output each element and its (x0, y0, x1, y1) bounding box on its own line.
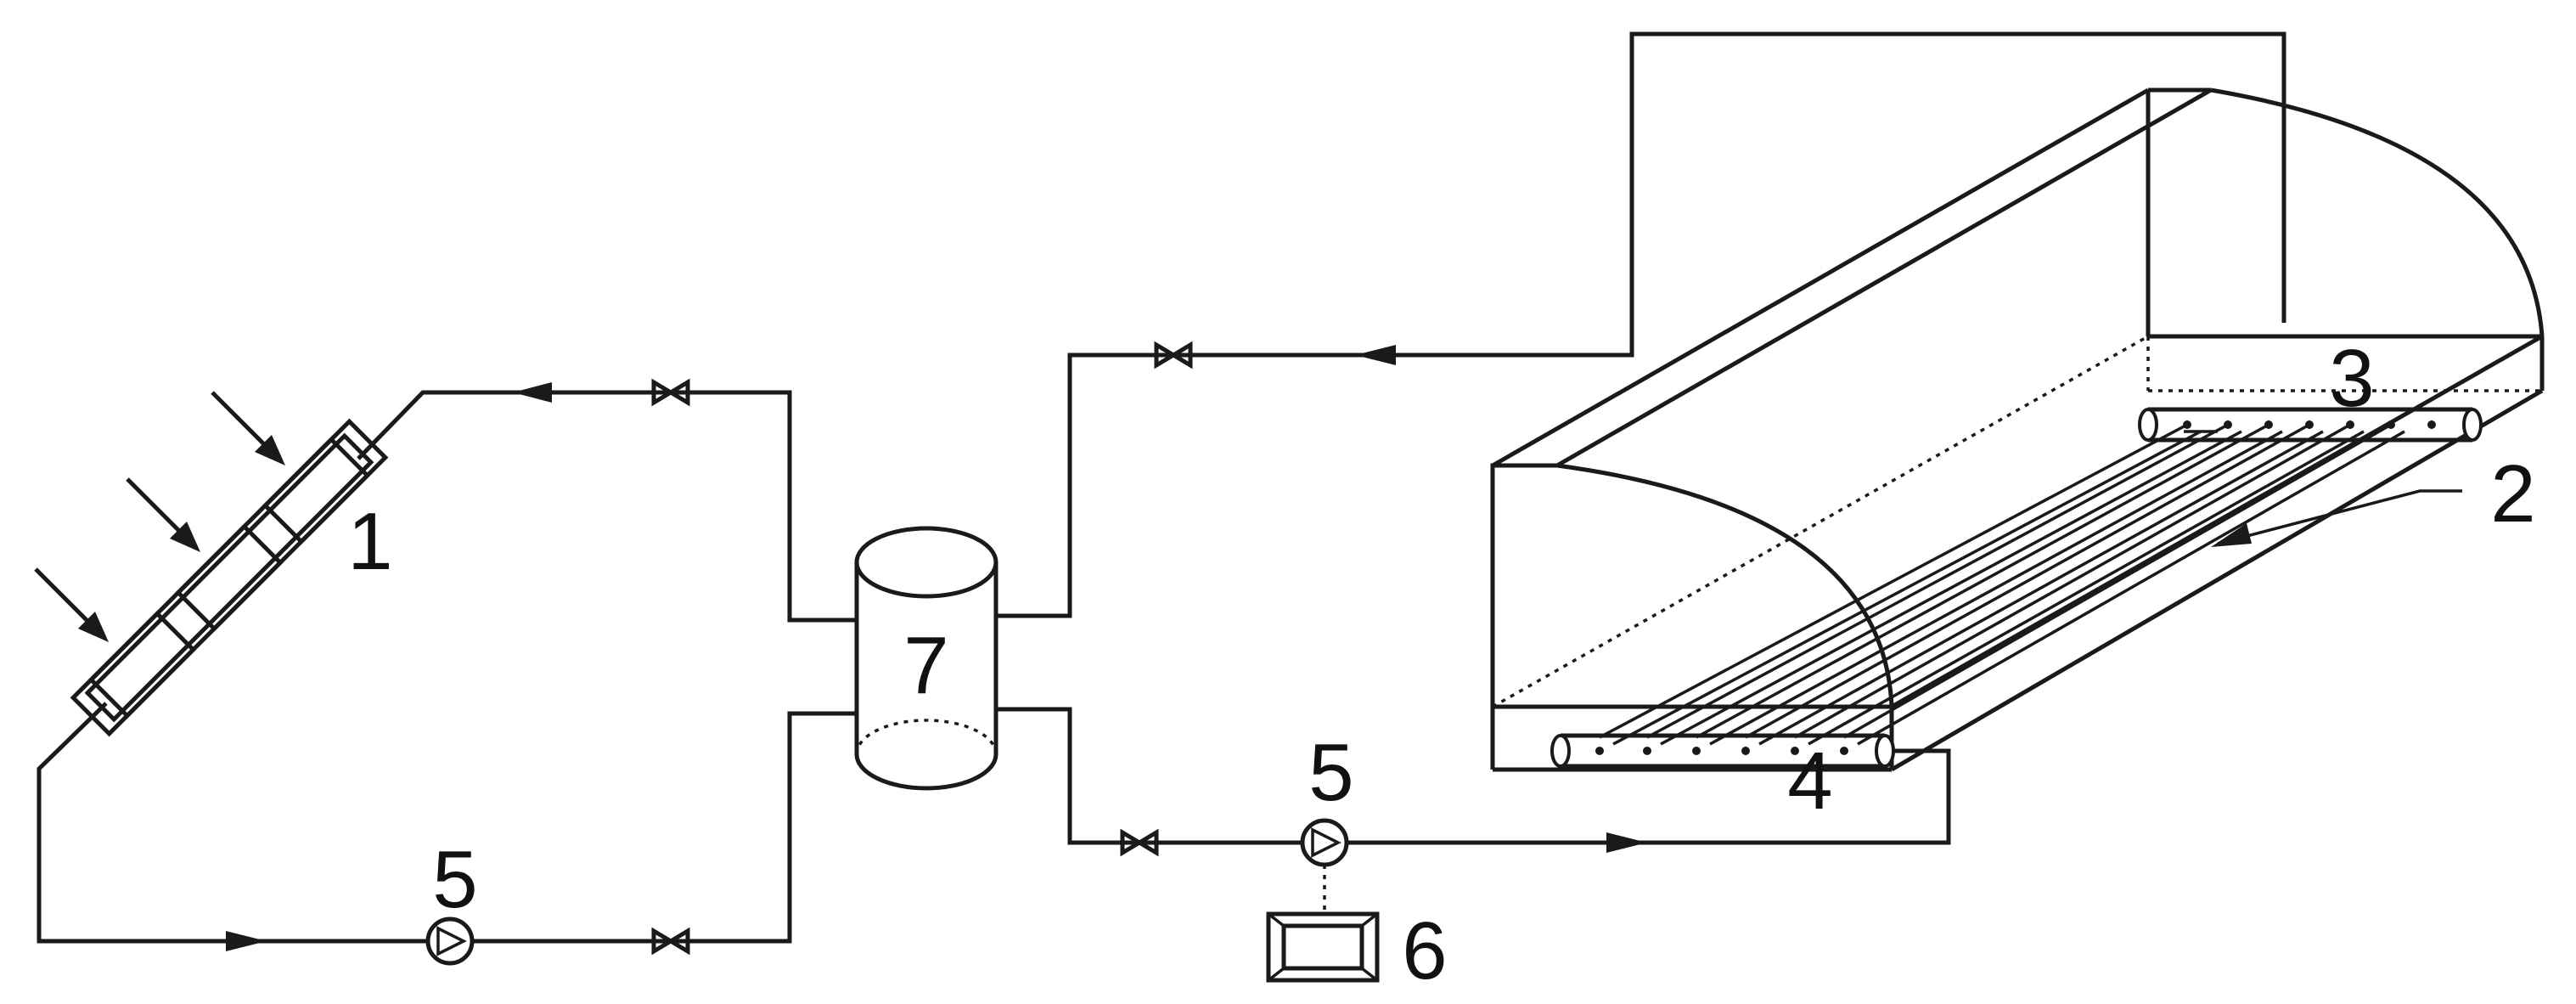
hood-loop-piping (996, 31, 2286, 845)
flow-arrow-icon (226, 931, 267, 951)
flow-arrow-icon (1606, 832, 1647, 853)
valve-icon (651, 927, 690, 956)
collector-loop-piping (37, 390, 858, 944)
pipe-bundle-label: 2 (2490, 448, 2535, 539)
heat-pipe-bundle (1599, 423, 2405, 746)
lower-header-pipe (1550, 733, 1895, 769)
flow-arrow-icon (1355, 345, 1396, 365)
leader-line-2 (2217, 489, 2462, 545)
range-hood (1490, 87, 2545, 772)
storage-tank-label: 7 (903, 620, 948, 711)
pump-left-label: 5 (432, 834, 477, 925)
lower-header-label: 4 (1787, 736, 1832, 826)
pump-right-label: 5 (1308, 727, 1353, 818)
leader-arrow-2 (2211, 523, 2252, 547)
flow-arrow-icon (513, 382, 552, 403)
collector-label: 1 (347, 496, 392, 587)
storage-tank (854, 526, 998, 791)
sun-ray-arrows (34, 391, 285, 642)
valve-icon (1120, 828, 1159, 857)
valve-icon (1154, 341, 1193, 369)
controller-label: 6 (1402, 905, 1447, 996)
pump-icon (1300, 818, 1349, 867)
pump-icon (425, 917, 475, 966)
solar-collector (70, 418, 389, 737)
controller-box (1266, 911, 1380, 983)
upper-header-label: 3 (2329, 333, 2374, 424)
valve-icon (651, 378, 690, 407)
